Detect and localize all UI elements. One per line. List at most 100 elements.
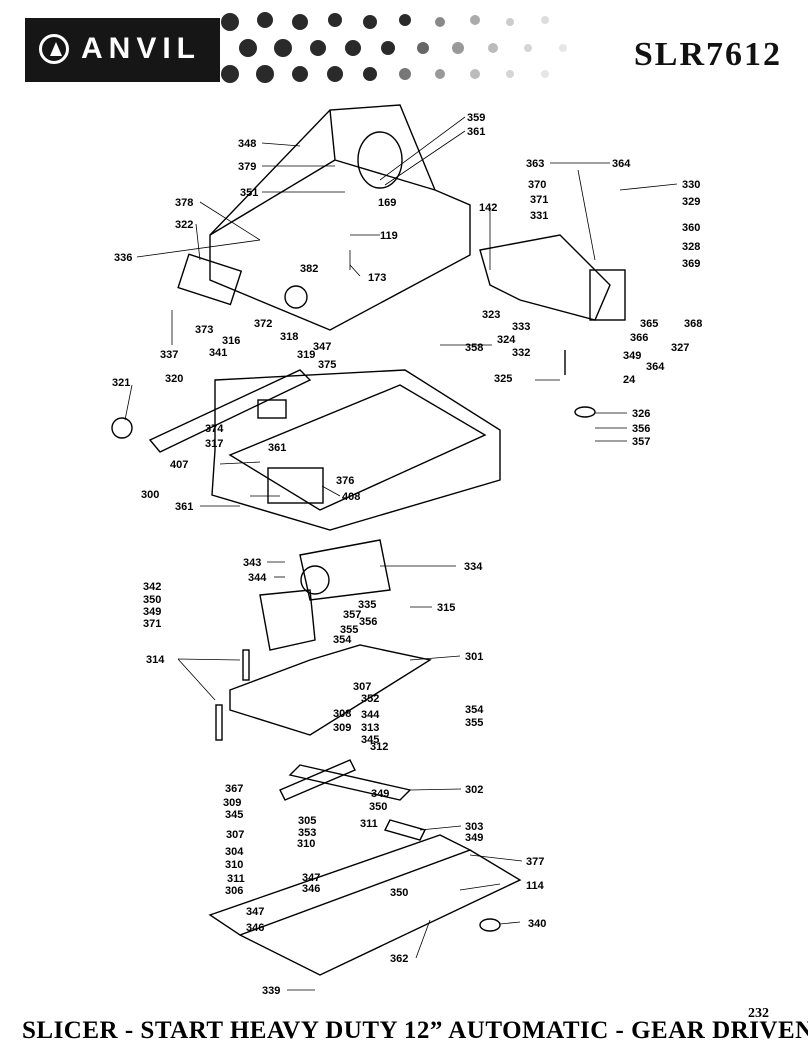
- part-label: 361: [467, 126, 485, 138]
- part-label: 325: [494, 373, 512, 385]
- part-label: 352: [361, 693, 379, 705]
- part-label: 356: [632, 423, 650, 435]
- part-label: 363: [526, 158, 544, 170]
- part-label: 335: [358, 599, 376, 611]
- part-label: 330: [682, 179, 700, 191]
- part-label: 331: [530, 210, 548, 222]
- part-label: 349: [143, 606, 161, 618]
- part-label: 315: [437, 602, 455, 614]
- anvil-logo-icon: [39, 34, 69, 64]
- part-label: 302: [465, 784, 483, 796]
- part-callouts: 348 379 351 359 361 169 378 322 336 119 …: [112, 112, 702, 997]
- part-label: 347: [246, 906, 264, 918]
- part-label: 374: [205, 423, 224, 435]
- part-label: 327: [671, 342, 689, 354]
- part-label: 348: [238, 138, 256, 150]
- part-label: 24: [623, 374, 636, 386]
- part-label: 304: [225, 846, 244, 858]
- part-label: 378: [175, 197, 193, 209]
- part-label: 339: [262, 985, 280, 997]
- part-label: 310: [225, 859, 243, 871]
- part-label: 319: [297, 349, 315, 361]
- part-label: 334: [464, 561, 483, 573]
- part-label: 314: [146, 654, 165, 666]
- part-label: 312: [370, 741, 388, 753]
- part-label: 373: [195, 324, 213, 336]
- part-label: 360: [682, 222, 700, 234]
- diagram-canvas: 348 379 351 359 361 169 378 322 336 119 …: [111, 104, 702, 997]
- part-label: 353: [298, 827, 316, 839]
- part-label: 344: [248, 572, 267, 584]
- part-label: 358: [465, 342, 483, 354]
- part-label: 369: [682, 258, 700, 270]
- part-label: 365: [640, 318, 658, 330]
- part-label: 300: [141, 489, 159, 501]
- part-label: 345: [361, 734, 379, 746]
- part-label: 317: [205, 438, 223, 450]
- part-label: 344: [361, 709, 380, 721]
- part-label: 408: [342, 491, 360, 503]
- part-label: 345: [225, 809, 243, 821]
- part-label: 357: [632, 436, 650, 448]
- part-label: 350: [369, 801, 387, 813]
- part-label: 350: [143, 594, 161, 606]
- part-label: 347: [302, 872, 320, 884]
- part-label: 142: [479, 202, 497, 214]
- part-label: 356: [359, 616, 377, 628]
- part-label: 361: [175, 501, 193, 513]
- part-label: 407: [170, 459, 188, 471]
- part-label: 119: [380, 230, 398, 242]
- part-label: 336: [114, 252, 132, 264]
- part-label: 309: [333, 722, 351, 734]
- part-label: 313: [361, 722, 379, 734]
- part-label: 311: [360, 818, 378, 830]
- part-label: 346: [302, 883, 320, 895]
- part-label: 305: [298, 815, 316, 827]
- part-label: 173: [368, 272, 386, 284]
- part-label: 349: [371, 788, 389, 800]
- part-label: 316: [222, 335, 240, 347]
- part-label: 342: [143, 581, 161, 593]
- part-label: 350: [390, 887, 408, 899]
- part-label: 328: [682, 241, 700, 253]
- part-label: 375: [318, 359, 336, 371]
- part-label: 307: [226, 829, 244, 841]
- page-header: ANVIL SLR7612: [0, 0, 808, 95]
- part-label: 368: [684, 318, 702, 330]
- part-label: 332: [512, 347, 530, 359]
- part-label: 323: [482, 309, 500, 321]
- part-label: 307: [353, 681, 371, 693]
- part-label: 377: [526, 856, 544, 868]
- part-label: 364: [646, 361, 665, 373]
- part-label: 370: [528, 179, 546, 191]
- part-label: 340: [528, 918, 546, 930]
- part-label: 379: [238, 161, 256, 173]
- part-label: 303: [465, 821, 483, 833]
- part-label: 318: [280, 331, 298, 343]
- part-label: 324: [497, 334, 516, 346]
- part-label: 114: [526, 880, 545, 892]
- part-label: 366: [630, 332, 648, 344]
- part-label: 349: [623, 350, 641, 362]
- part-label: 371: [143, 618, 161, 630]
- part-label: 320: [165, 373, 183, 385]
- part-label: 346: [246, 922, 264, 934]
- part-label: 355: [465, 717, 483, 729]
- part-label: 367: [225, 783, 243, 795]
- part-label: 361: [268, 442, 286, 454]
- part-label: 326: [632, 408, 650, 420]
- part-label: 308: [333, 708, 351, 720]
- part-label: 321: [112, 377, 130, 389]
- brand-logo: ANVIL: [25, 18, 220, 82]
- part-label: 341: [209, 347, 227, 359]
- slicer-body-drawing: [111, 104, 626, 976]
- part-label: 354: [465, 704, 484, 716]
- diagram-title: SLICER - START HEAVY DUTY 12” AUTOMATIC …: [22, 1017, 808, 1044]
- brand-name: ANVIL: [81, 32, 201, 65]
- page-footer: SLICER - START HEAVY DUTY 12” AUTOMATIC …: [0, 1005, 808, 1055]
- anvil-pattern-icon: [221, 12, 567, 83]
- part-label: 169: [378, 197, 396, 209]
- part-label: 376: [336, 475, 354, 487]
- part-label: 322: [175, 219, 193, 231]
- part-label: 309: [223, 797, 241, 809]
